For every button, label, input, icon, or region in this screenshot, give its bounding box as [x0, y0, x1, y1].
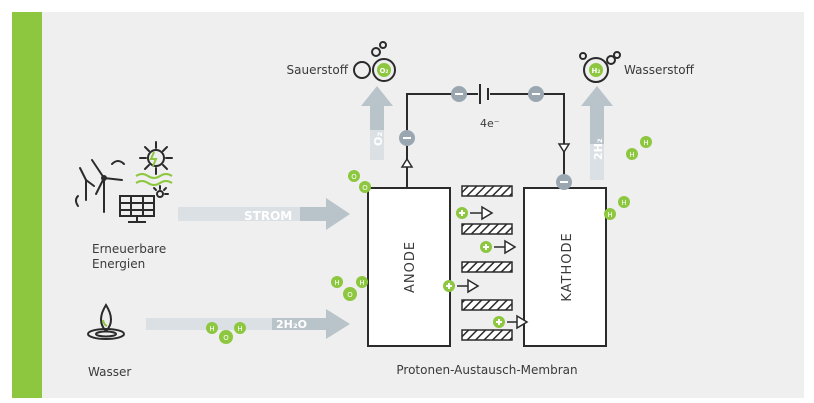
proton-icon	[456, 205, 494, 221]
svg-text:O: O	[351, 173, 357, 181]
water-flow-arrow	[146, 309, 350, 339]
svg-text:O: O	[347, 291, 353, 299]
h2-molecule-icon: H H	[626, 136, 652, 160]
svg-text:O: O	[223, 334, 229, 342]
svg-text:O₂: O₂	[379, 67, 388, 75]
electron-direction-up	[400, 157, 414, 168]
svg-text:H: H	[359, 279, 364, 287]
svg-text:H: H	[629, 151, 634, 159]
electron-direction-down	[557, 143, 571, 154]
svg-text:H: H	[209, 325, 214, 333]
proton-icon	[480, 239, 517, 255]
svg-text:H: H	[237, 325, 242, 333]
membrane	[461, 185, 513, 341]
hydrogen-flow-label: 2H₂	[592, 138, 605, 160]
electron-icon	[399, 86, 572, 190]
wind-turbine-icon	[75, 159, 125, 213]
solar-panel-icon	[119, 185, 169, 223]
water-label: Wasser	[88, 365, 131, 379]
cathode-label: KATHODE	[560, 232, 575, 301]
svg-text:O: O	[362, 184, 368, 192]
svg-text:H₂: H₂	[592, 67, 601, 75]
circuit-wire	[406, 93, 565, 188]
svg-text:H: H	[621, 199, 626, 207]
proton-icon	[443, 278, 480, 294]
renewables-label-line2: Energien	[92, 257, 145, 271]
oxygen-flow-arrow	[361, 86, 393, 160]
svg-text:H: H	[643, 139, 648, 147]
renewables-label-line1: Erneuerbare	[92, 242, 166, 256]
svg-text:H: H	[607, 211, 612, 219]
battery-icon	[479, 84, 489, 104]
oxygen-flow-label: O₂	[372, 132, 385, 146]
water-formula-label: 2H₂O	[276, 318, 307, 331]
power-label: STROM	[244, 209, 292, 223]
hydrogen-molecule-icon: H₂	[579, 51, 621, 83]
svg-text:H: H	[334, 279, 339, 287]
water-drop-icon	[87, 303, 125, 340]
hydrogen-flow-arrow	[581, 86, 613, 180]
sun-icon	[135, 141, 173, 186]
electrons-label: 4e⁻	[480, 117, 500, 130]
anode-box	[367, 187, 451, 347]
oxygen-label: Sauerstoff	[287, 63, 349, 77]
hydrogen-label: Wasserstoff	[624, 63, 695, 77]
o2-molecule-icon: O O	[348, 170, 371, 193]
h2o-molecule-icon: H O H	[331, 276, 368, 301]
anode-label: ANODE	[403, 241, 418, 293]
oxygen-molecule-icon: O₂	[353, 41, 396, 82]
cathode-box	[523, 187, 607, 347]
h2-molecule-icon: H H	[604, 196, 630, 220]
membrane-label: Protonen-Austausch-Membran	[396, 363, 577, 377]
proton-icon	[493, 314, 529, 330]
water-molecule-icon: H O H	[206, 322, 246, 344]
accent-bar	[12, 12, 42, 398]
power-flow-arrow	[178, 198, 350, 230]
